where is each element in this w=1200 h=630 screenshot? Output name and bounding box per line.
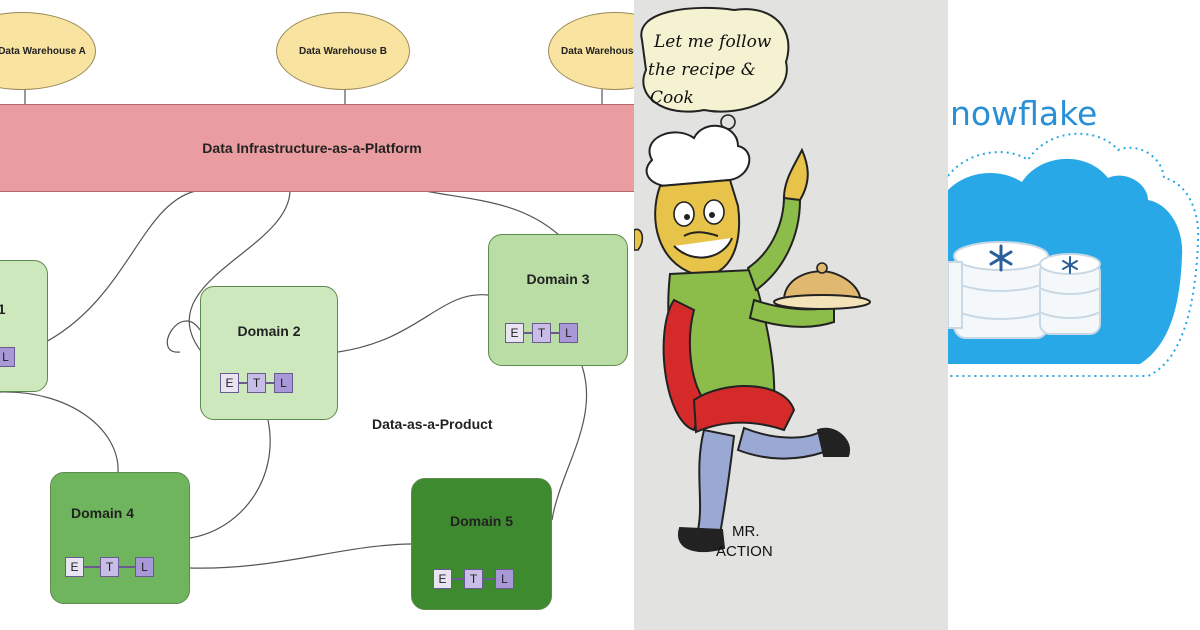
chef-hat-icon xyxy=(645,124,751,188)
domain-1-label: Domain 1 xyxy=(0,301,6,317)
domain-3-etl: E T L xyxy=(505,323,578,343)
link-domain4-domain5 xyxy=(189,543,412,569)
shoe-left xyxy=(677,526,726,553)
etl-extract: E xyxy=(220,373,239,393)
platform-label: Data Infrastructure-as-a-Platform xyxy=(202,140,422,156)
speech-bubble xyxy=(640,6,790,113)
link-domain2-domain3 xyxy=(337,294,489,353)
chef-illustration xyxy=(634,6,871,553)
chef-cartoon-panel: Let me follow the recipe & Cook MR. ACTI… xyxy=(634,0,948,630)
shoe-right xyxy=(816,427,851,457)
domain-3-label: Domain 3 xyxy=(526,271,590,287)
warehouse-b: Data Warehouse B xyxy=(276,12,410,90)
etl-load: L xyxy=(135,557,154,577)
database-icon-3 xyxy=(948,261,963,329)
link-platform-domain3 xyxy=(419,189,561,237)
data-mesh-diagram: Data Warehouse A Data Warehouse B Data W… xyxy=(0,12,634,610)
etl-transform: T xyxy=(247,373,266,393)
domain-3: Domain 3 E T L xyxy=(488,234,628,366)
warehouse-c-label: Data Warehouse C xyxy=(561,45,634,57)
snowflake-icon-small xyxy=(1062,256,1078,274)
link-platform-domain2 xyxy=(188,189,291,351)
domain-4: Domain 4 E T L xyxy=(50,472,190,604)
warehouse-b-label: Data Warehouse B xyxy=(299,45,387,57)
snowflake-panel: nowflake xyxy=(948,0,1200,630)
speech-line-1: Let me follow xyxy=(654,32,772,52)
domain-2-label: Domain 2 xyxy=(237,323,301,339)
domain-1-etl: E T L xyxy=(0,347,15,367)
red-apron xyxy=(692,385,796,434)
chef-face xyxy=(654,178,741,277)
warehouse-a-label: Data Warehouse A xyxy=(0,45,86,57)
link-platform-domain1 xyxy=(39,189,201,346)
speech-line-2: the recipe & xyxy=(648,60,756,80)
data-as-a-product-label: Data-as-a-Product xyxy=(372,416,493,432)
red-scarf xyxy=(662,298,706,432)
etl-load: L xyxy=(0,347,15,367)
signature-line-2: ACTION xyxy=(716,543,773,560)
signature-line-1: MR. xyxy=(732,523,760,540)
speech-line-3: Cook xyxy=(650,88,694,108)
etl-transform: T xyxy=(100,557,119,577)
speech-text: Let me follow the recipe & Cook xyxy=(648,28,804,112)
domain-5-etl: E T L xyxy=(433,569,514,589)
chef-leg-right xyxy=(736,426,826,460)
database-icon-2 xyxy=(1039,253,1101,335)
domain-1: Domain 1 E T L xyxy=(0,260,48,392)
domain-5: Domain 5 E T L xyxy=(411,478,552,610)
etl-transform: T xyxy=(464,569,483,589)
etl-load: L xyxy=(274,373,293,393)
domain-4-etl: E T L xyxy=(65,557,154,577)
domain-5-label: Domain 5 xyxy=(449,513,513,529)
domain-2-etl: E T L xyxy=(220,373,293,393)
chef-hand xyxy=(782,147,809,202)
etl-extract: E xyxy=(65,557,84,577)
etl-load: L xyxy=(495,569,514,589)
etl-transform: T xyxy=(532,323,551,343)
connector-lines xyxy=(0,88,603,569)
link-domain1-domain4 xyxy=(0,391,119,473)
etl-extract: E xyxy=(505,323,524,343)
snowflake-title: nowflake xyxy=(950,94,1098,133)
link-domain2-loop xyxy=(166,320,201,353)
domain-2: Domain 2 E T L xyxy=(200,286,338,420)
domain-4-label: Domain 4 xyxy=(71,505,135,521)
snowflake-icon xyxy=(989,244,1013,272)
link-domain2-domain4 xyxy=(189,419,271,539)
snowflake-cloud-graphic xyxy=(948,132,1200,377)
platform-bar: Data Infrastructure-as-a-Platform xyxy=(0,104,634,192)
etl-extract: E xyxy=(433,569,452,589)
etl-load: L xyxy=(559,323,578,343)
link-domain3-domain5 xyxy=(551,365,588,521)
chef-leg-left xyxy=(696,428,736,536)
